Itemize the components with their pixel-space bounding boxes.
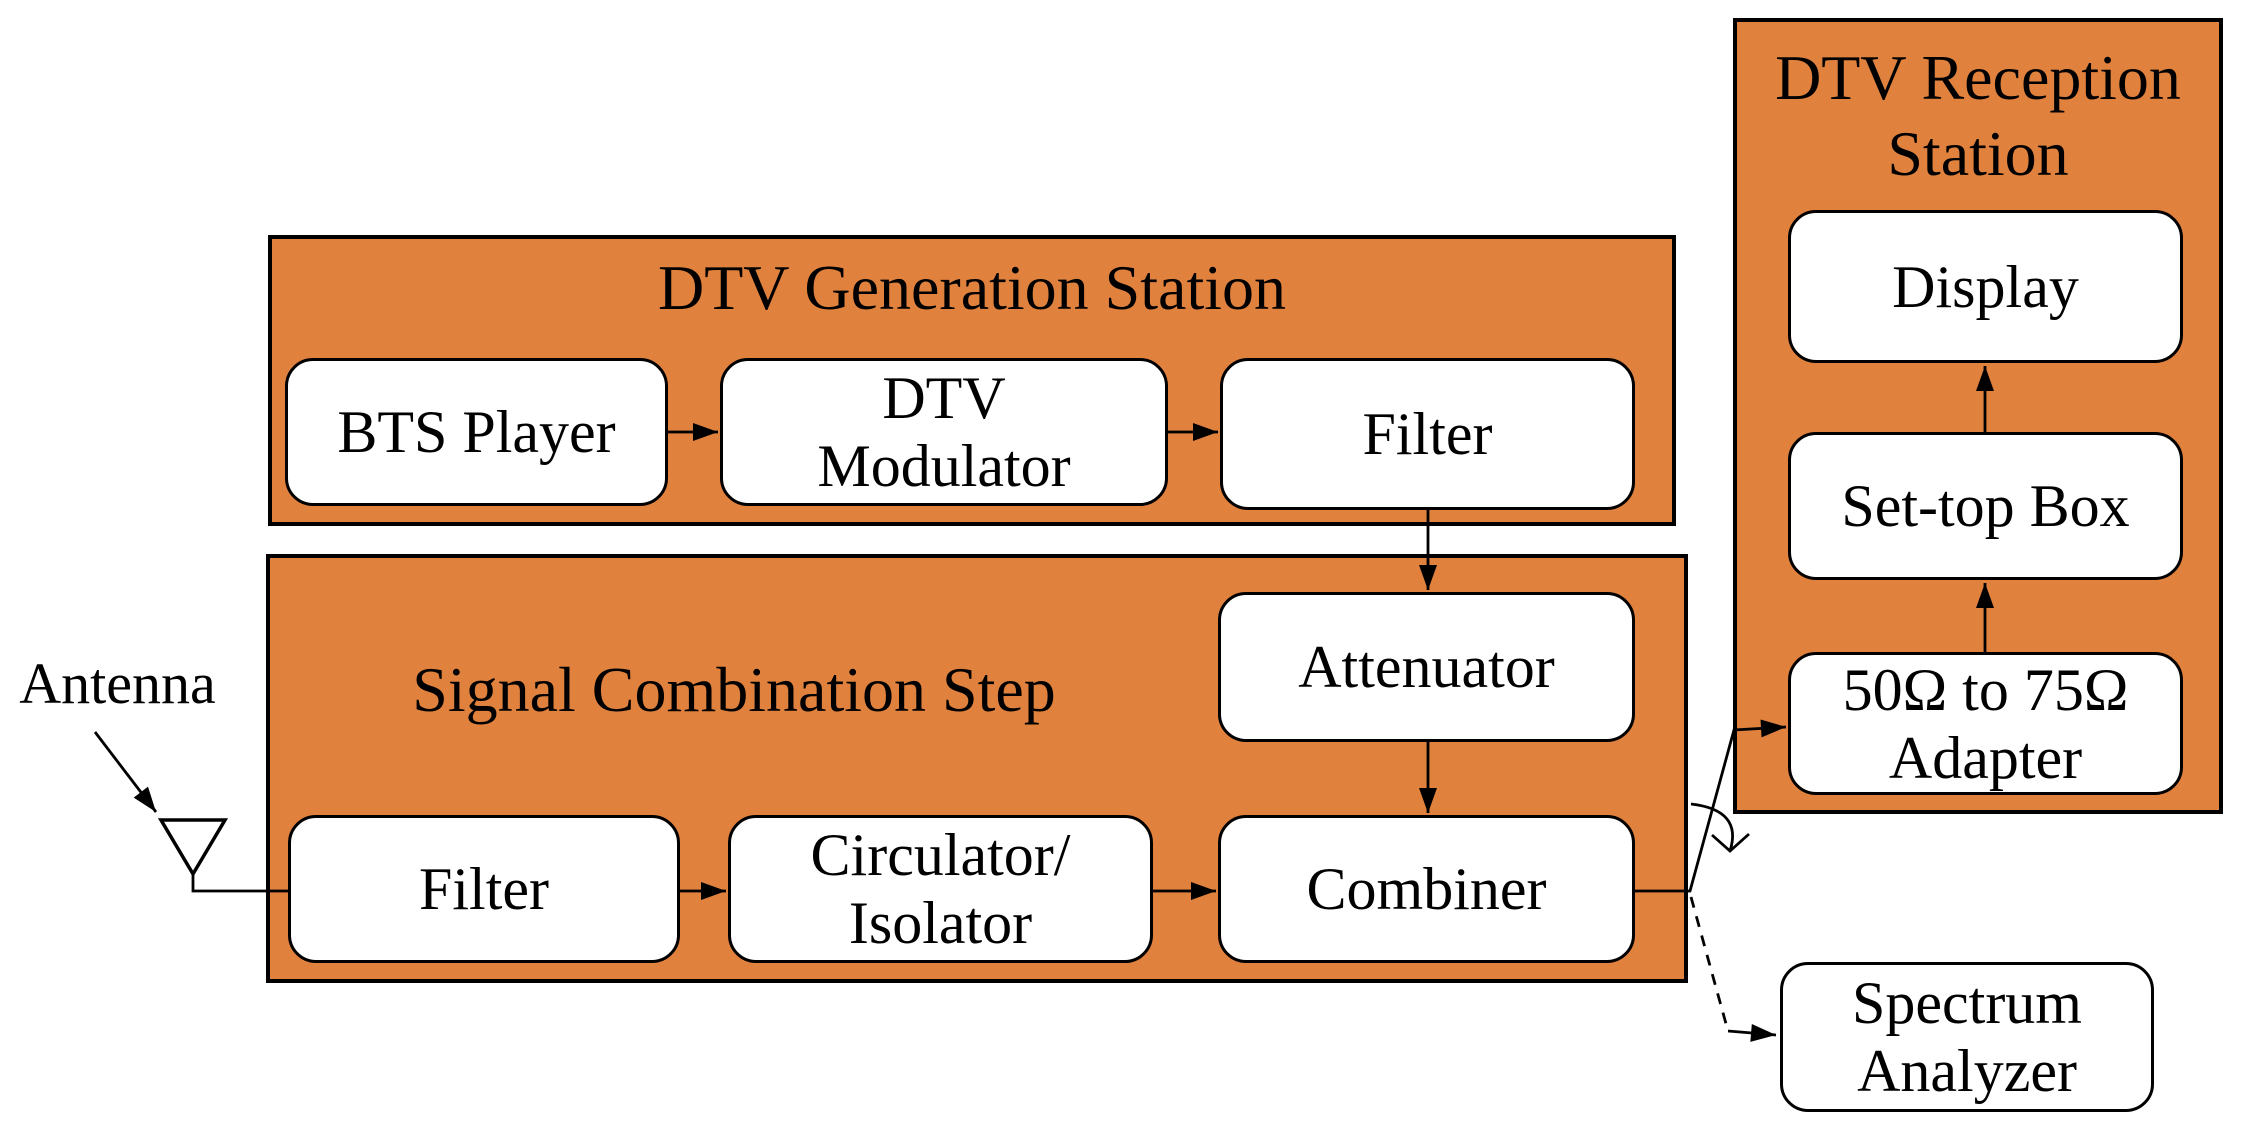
station-title-reception: DTV Reception Station bbox=[1737, 40, 2219, 192]
dashed-line-combiner-to-spectrum bbox=[1689, 896, 1730, 1032]
station-title-reception-line1: DTV Reception bbox=[1775, 42, 2181, 113]
antenna-pointer-arrow bbox=[93, 731, 158, 813]
node-filter-generation-label: Filter bbox=[1362, 401, 1493, 467]
node-circulator-isolator-line1: Circulator/ bbox=[810, 822, 1071, 888]
node-50-75-adapter-line1: 50Ω to 75Ω bbox=[1842, 656, 2129, 723]
node-combiner-label: Combiner bbox=[1306, 856, 1547, 922]
node-50-75-adapter: 50Ω to 75Ω Adapter bbox=[1788, 652, 2183, 795]
node-bts-player-label: BTS Player bbox=[337, 399, 616, 465]
station-title-combination: Signal Combination Step bbox=[412, 654, 1056, 725]
node-display-label: Display bbox=[1892, 253, 2079, 320]
station-title-reception-line2: Station bbox=[1887, 118, 2069, 189]
node-spectrum-analyzer-line1: Spectrum bbox=[1852, 970, 2082, 1036]
node-spectrum-analyzer-line2: Analyzer bbox=[1857, 1038, 2077, 1104]
node-circulator-isolator: Circulator/ Isolator bbox=[728, 815, 1153, 963]
node-filter-combination-label: Filter bbox=[419, 856, 549, 922]
node-display: Display bbox=[1788, 210, 2183, 363]
node-bts-player: BTS Player bbox=[285, 358, 668, 506]
node-filter-combination: Filter bbox=[288, 815, 680, 963]
arrow-into-spectrum-analyzer bbox=[1727, 1023, 1777, 1042]
node-attenuator: Attenuator bbox=[1218, 592, 1635, 742]
node-dtv-modulator-line2: Modulator bbox=[817, 433, 1071, 499]
station-title-generation: DTV Generation Station bbox=[657, 252, 1287, 323]
node-set-top-box: Set-top Box bbox=[1788, 432, 2183, 580]
curved-swap-arrow bbox=[1690, 802, 1734, 852]
node-dtv-modulator-line1: DTV bbox=[882, 365, 1006, 431]
node-filter-generation: Filter bbox=[1220, 358, 1635, 510]
node-circulator-isolator-line2: Isolator bbox=[848, 890, 1033, 956]
curved-swap-arrowhead bbox=[1711, 832, 1750, 853]
antenna-icon bbox=[157, 818, 229, 878]
node-dtv-modulator: DTV Modulator bbox=[720, 358, 1168, 506]
node-set-top-box-label: Set-top Box bbox=[1841, 473, 2130, 539]
node-combiner: Combiner bbox=[1218, 815, 1635, 963]
antenna-label: Antenna bbox=[19, 651, 216, 716]
node-50-75-adapter-line2: Adapter bbox=[1888, 724, 2083, 791]
node-attenuator-label: Attenuator bbox=[1298, 634, 1555, 700]
node-spectrum-analyzer: Spectrum Analyzer bbox=[1780, 962, 2154, 1112]
